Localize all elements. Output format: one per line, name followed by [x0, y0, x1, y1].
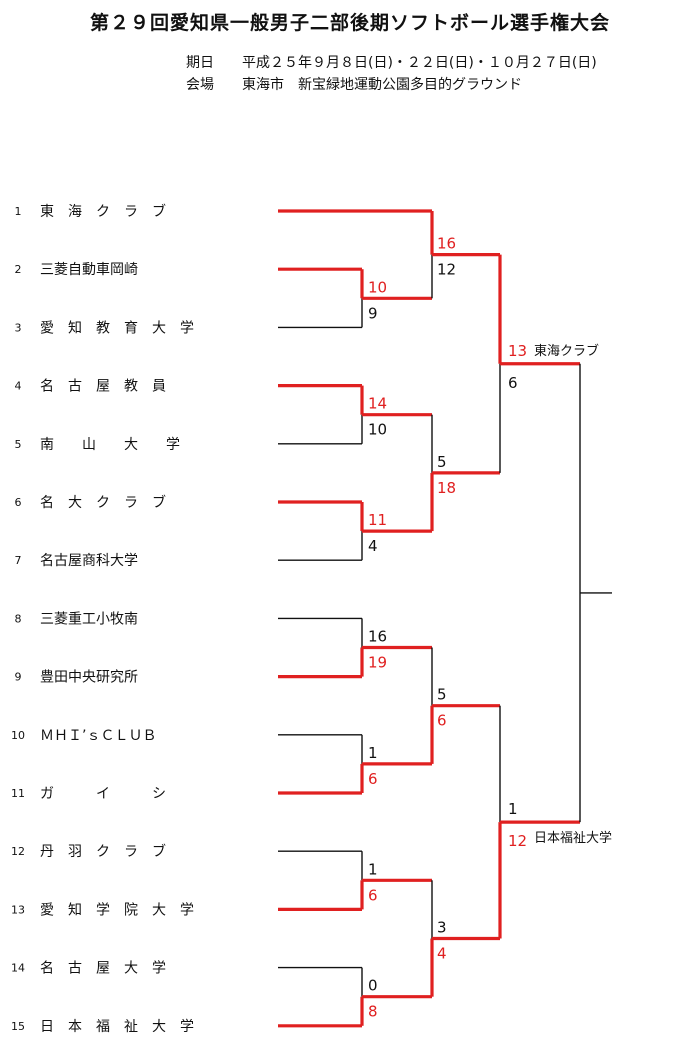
- team-number: 7: [15, 554, 22, 567]
- score-label: 16: [368, 628, 387, 646]
- venue-line: 会場 東海市 新宝緑地運動公園多目的グラウンド: [186, 74, 522, 94]
- score-label: 18: [437, 479, 456, 497]
- score-label: 13: [508, 342, 527, 360]
- score-label: 5: [437, 453, 447, 471]
- team-name: 名 大 ク ラ ブ: [40, 494, 166, 511]
- team-name: 南 山 大 学: [40, 437, 180, 453]
- team-name: 名 古 屋 教 員: [40, 379, 166, 395]
- team-name: 三菱重工小牧南: [40, 611, 138, 627]
- team-number: 14: [11, 962, 25, 975]
- score-label: 8: [368, 1003, 378, 1021]
- score-label: 12: [437, 261, 456, 279]
- score-label: 9: [368, 304, 378, 322]
- team-number: 2: [15, 263, 22, 276]
- finalist-top: 東海クラブ: [534, 343, 599, 359]
- team-number: 9: [15, 671, 22, 684]
- venue-label: 会場: [186, 77, 214, 93]
- finalist-bottom: 日本福祉大学: [534, 830, 612, 846]
- team-name: 東 海 ク ラ ブ: [40, 203, 166, 220]
- score-label: 3: [437, 919, 447, 937]
- score-label: 14: [368, 395, 387, 413]
- score-label: 5: [437, 686, 447, 704]
- team-number: 11: [11, 787, 25, 800]
- team-number: 8: [15, 612, 22, 625]
- date-label: 期日: [186, 55, 214, 71]
- team-name: 豊田中央研究所: [40, 670, 138, 686]
- page-title: 第２９回愛知県一般男子二部後期ソフトボール選手権大会: [89, 12, 610, 34]
- team-number: 1: [15, 205, 22, 218]
- team-number: 6: [15, 496, 22, 509]
- score-label: 19: [368, 654, 387, 672]
- team-number: 3: [15, 321, 22, 334]
- score-label: 0: [368, 977, 378, 995]
- score-label: 4: [437, 945, 447, 963]
- team-name: 愛 知 教 育 大 学: [40, 319, 194, 336]
- team-number: 4: [15, 380, 22, 393]
- team-number: 15: [11, 1020, 25, 1033]
- score-label: 6: [508, 374, 518, 392]
- team-name: 愛 知 学 院 大 学: [40, 901, 194, 918]
- score-label: 12: [508, 832, 527, 850]
- score-label: 1: [508, 800, 518, 818]
- team-name: 日 本 福 祉 大 学: [40, 1019, 194, 1035]
- score-label: 1: [368, 744, 378, 762]
- team-number: 13: [11, 903, 25, 916]
- date-value: 平成２５年９月８日(日)・２２日(日)・１０月２７日(日): [242, 55, 597, 71]
- team-name: 名古屋商科大学: [40, 553, 138, 569]
- score-label: 11: [368, 511, 387, 529]
- team-name: ＭＨＩ’ｓＣＬＵＢ: [40, 728, 156, 744]
- team-number: 12: [11, 845, 25, 858]
- team-name: 丹 羽 ク ラ ブ: [40, 843, 166, 860]
- score-label: 4: [368, 537, 378, 555]
- team-number: 5: [15, 438, 22, 451]
- date-line: 期日 平成２５年９月８日(日)・２２日(日)・１０月２７日(日): [186, 52, 597, 72]
- score-label: 10: [368, 278, 387, 296]
- team-name: 三菱自動車岡崎: [40, 261, 138, 278]
- score-label: 6: [368, 770, 378, 788]
- team-name: 名 古 屋 大 学: [40, 961, 166, 977]
- score-label: 6: [368, 886, 378, 904]
- score-label: 16: [437, 235, 456, 253]
- team-number: 10: [11, 729, 25, 742]
- score-label: 1: [368, 860, 378, 878]
- venue-value: 東海市 新宝緑地運動公園多目的グラウンド: [242, 77, 522, 93]
- score-label: 6: [437, 712, 447, 730]
- team-name: ガ イ シ: [40, 786, 166, 802]
- score-label: 10: [368, 421, 387, 439]
